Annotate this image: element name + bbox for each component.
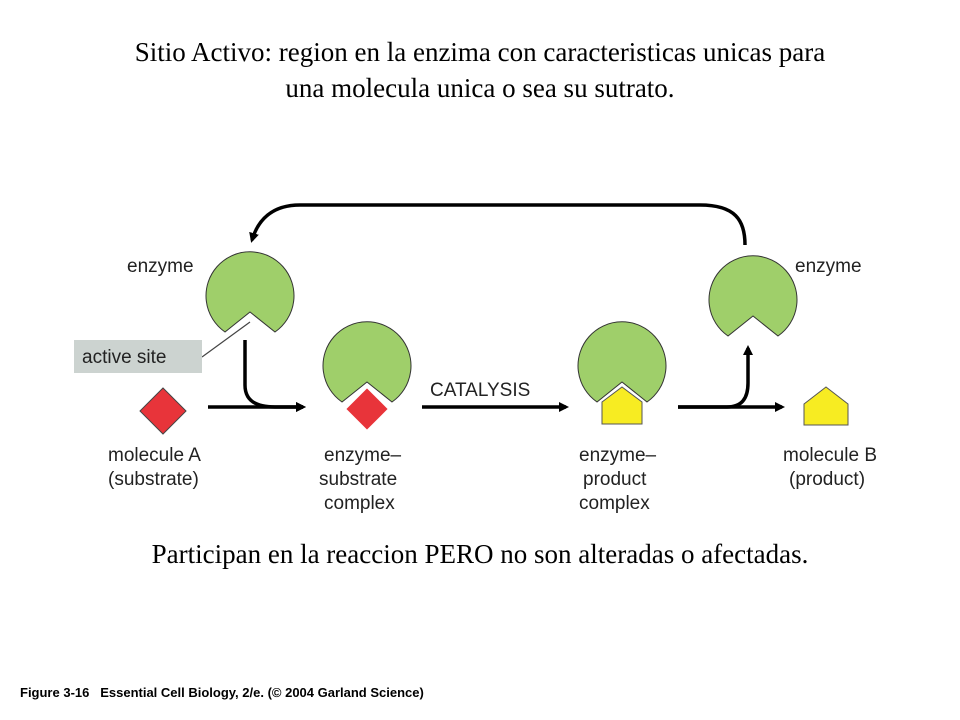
- molecule-a-line-2: (substrate): [108, 469, 199, 490]
- recycle-arrow: [249, 203, 747, 246]
- figure-credit: Figure 3-16 Essential Cell Biology, 2/e.…: [20, 685, 424, 700]
- active-site-label: active site: [82, 347, 166, 368]
- slide-title: Sitio Activo: region en la enzima con ca…: [60, 34, 900, 106]
- enzyme-left-shape: [205, 251, 295, 333]
- enzyme-right-label: enzyme: [795, 256, 862, 277]
- figure-number: Figure 3-16: [20, 685, 90, 700]
- es-complex-enzyme-shape: [322, 321, 412, 403]
- title-line-2: una molecula unica o sea su sutrato.: [285, 73, 675, 103]
- active-site-pointer: [201, 321, 251, 358]
- ep-complex-product-shape: [601, 386, 643, 425]
- es-complex-line-3: complex: [324, 493, 395, 514]
- molecule-b-line-2: (product): [789, 469, 865, 490]
- title-line-1: Sitio Activo: region en la enzima con ca…: [134, 37, 826, 67]
- molecule-b-line-1: molecule B: [783, 445, 877, 466]
- molecule-b-shape: [803, 386, 849, 426]
- molecule-a-line-1: molecule A: [108, 445, 201, 466]
- enzyme-right-shape: [708, 255, 798, 337]
- es-complex-line-1: enzyme–: [324, 445, 402, 466]
- catalysis-label: CATALYSIS: [430, 380, 530, 401]
- enzyme-release-arrow: [678, 345, 753, 409]
- ep-complex-line-1: enzyme–: [579, 445, 657, 466]
- es-complex-substrate-shape: [343, 385, 391, 433]
- es-complex-line-2: substrate: [319, 469, 397, 490]
- ep-complex-line-2: product: [583, 469, 647, 490]
- ep-complex-line-3: complex: [579, 493, 650, 514]
- active-site-box: [74, 340, 202, 373]
- enzyme-binding-arrow: [243, 340, 306, 412]
- ep-complex-enzyme-shape: [577, 321, 667, 403]
- enzyme-left-label: enzyme: [127, 256, 194, 277]
- figure-source: Essential Cell Biology, 2/e. (© 2004 Gar…: [100, 685, 424, 700]
- molecule-a-shape: [139, 387, 187, 435]
- slide-caption: Participan en la reaccion PERO no son al…: [151, 539, 809, 569]
